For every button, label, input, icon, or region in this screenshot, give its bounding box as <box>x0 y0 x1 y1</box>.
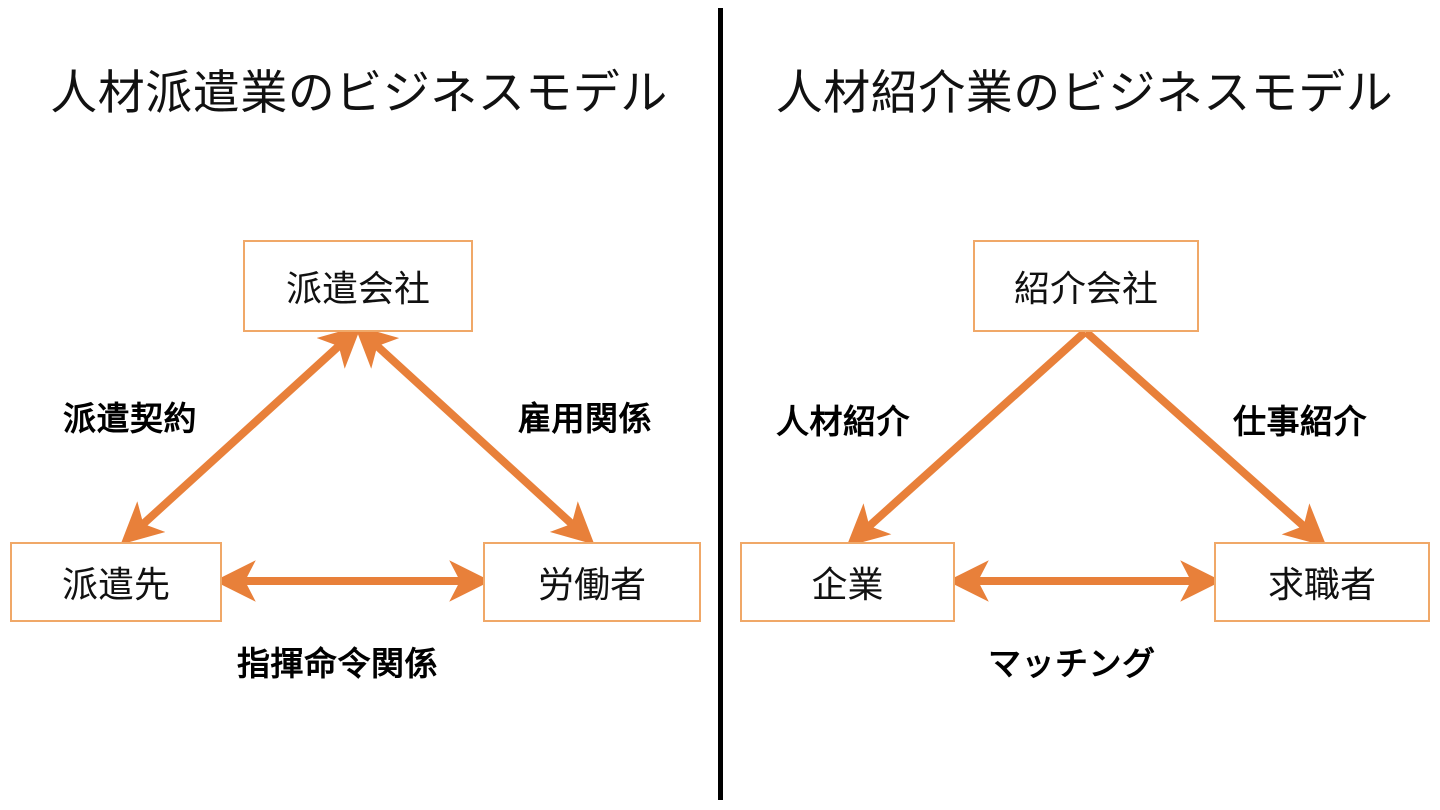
edge-label-job-referral: 仕事紹介 <box>1233 403 1367 440</box>
edge-label-employment-relationship: 雇用関係 <box>518 400 652 437</box>
node-job-seeker[interactable]: 求職者 <box>1214 542 1430 622</box>
right-diagram-panel: 人材紹介業のビジネスモデル 紹介会社 企業 求職者 人材紹介 仕事紹介 マッチン… <box>723 0 1440 810</box>
node-dispatch-destination[interactable]: 派遣先 <box>10 542 222 622</box>
left-diagram-panel: 人材派遣業のビジネスモデル 派遣会社 派遣先 労働者 派遣契約 雇用関係 指揮命… <box>0 0 718 810</box>
panel-divider <box>718 8 723 800</box>
edge-label-command-relationship: 指揮命令関係 <box>237 645 438 682</box>
edge-label-matching: マッチング <box>988 645 1156 682</box>
node-dispatch-company[interactable]: 派遣会社 <box>243 240 473 332</box>
right-diagram-title: 人材紹介業のビジネスモデル <box>775 66 1394 119</box>
node-worker[interactable]: 労働者 <box>483 542 701 622</box>
edge-label-dispatch-contract: 派遣契約 <box>63 400 197 437</box>
node-placement-agency[interactable]: 紹介会社 <box>973 240 1199 332</box>
edge-label-talent-referral: 人材紹介 <box>776 403 910 440</box>
node-hiring-company[interactable]: 企業 <box>740 542 955 622</box>
left-diagram-title: 人材派遣業のビジネスモデル <box>50 66 668 119</box>
